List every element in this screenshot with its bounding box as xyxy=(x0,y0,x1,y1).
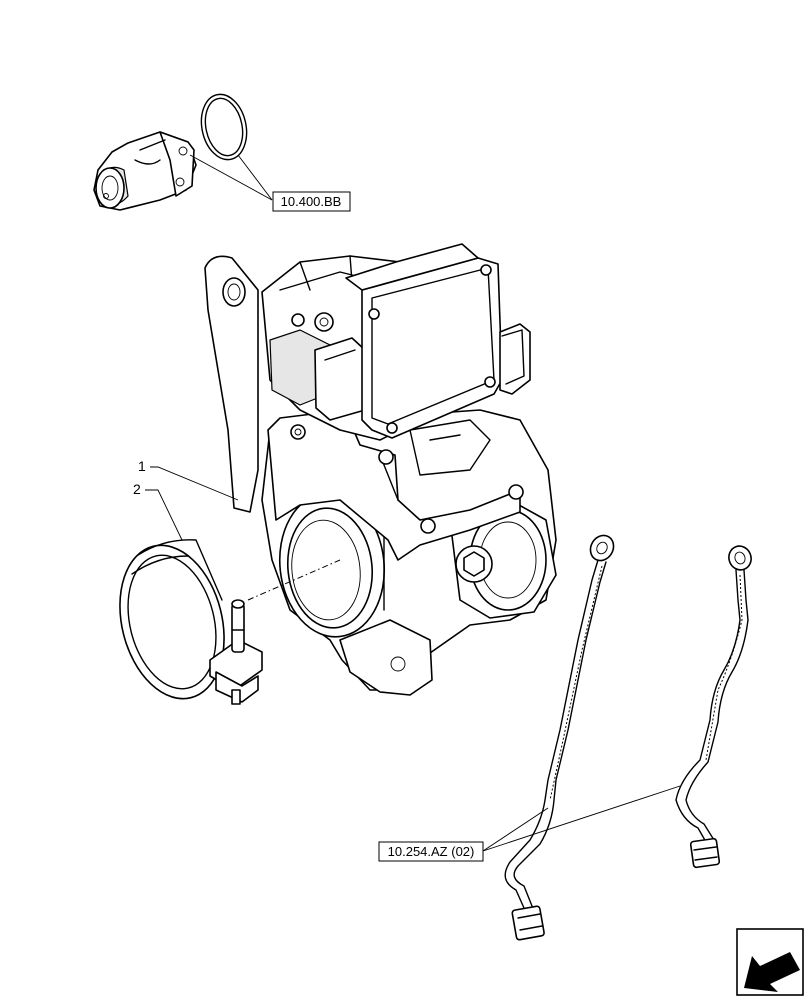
callout-2[interactable]: 2 xyxy=(133,481,183,541)
hose-clamp xyxy=(119,539,263,705)
back-arrow-icon[interactable] xyxy=(736,928,804,996)
ref-box-pipes[interactable]: 10.254.AZ (02) xyxy=(378,841,484,862)
thermostat-housing xyxy=(93,131,197,211)
svg-text:10.400.BB: 10.400.BB xyxy=(281,194,342,209)
svg-text:1: 1 xyxy=(138,458,146,474)
svg-text:2: 2 xyxy=(133,481,141,497)
ref-box-thermostat[interactable]: 10.400.BB xyxy=(272,191,351,212)
svg-text:10.254.AZ (02): 10.254.AZ (02) xyxy=(388,844,475,859)
pipe-right xyxy=(675,545,752,869)
pipe-left xyxy=(504,534,615,941)
valve-assembly xyxy=(204,243,557,696)
callout-1[interactable]: 1 xyxy=(138,458,239,501)
thermostat-seal-ring xyxy=(200,93,248,161)
